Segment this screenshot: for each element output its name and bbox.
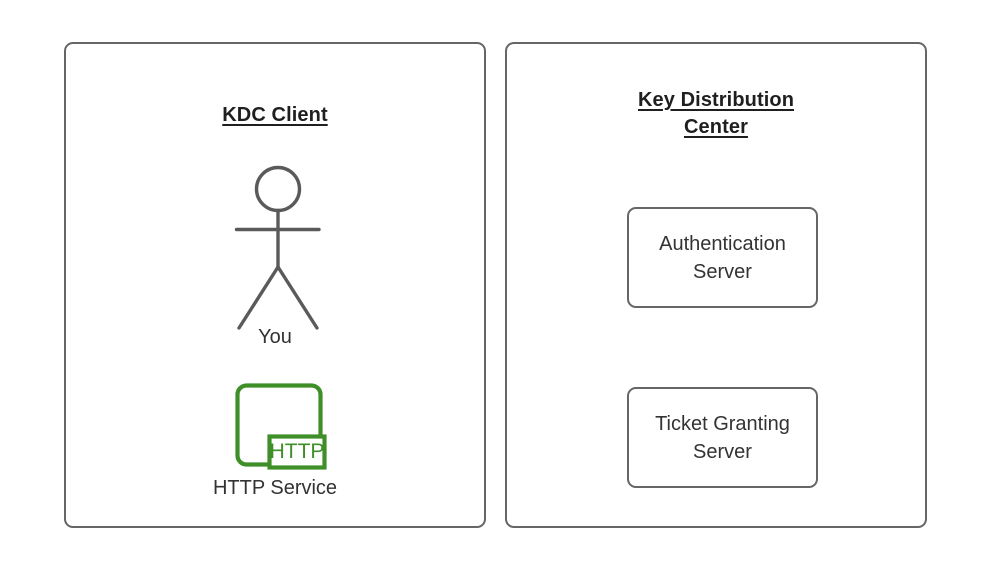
actor-label-you: You xyxy=(258,326,292,348)
panel-kdc-client: KDC Client You HTTP HTTP Service xyxy=(64,42,486,528)
box-ticket-granting-server-label: Ticket Granting Server xyxy=(645,410,800,466)
box-authentication-server-label: Authentication Server xyxy=(649,230,796,286)
label-line: Ticket Granting xyxy=(655,412,790,435)
panel-title-line: Key Distribution xyxy=(637,89,795,111)
box-ticket-granting-server[interactable]: Ticket Granting Server xyxy=(627,387,818,488)
http-badge-text: HTTP xyxy=(270,440,325,463)
box-authentication-server[interactable]: Authentication Server xyxy=(627,207,818,308)
label-line: Server xyxy=(693,440,752,463)
panel-key-distribution-center: Key Distribution Center Authentication S… xyxy=(505,42,927,528)
http-service-icon: HTTP xyxy=(235,383,327,470)
panel-kdc-client-title: KDC Client xyxy=(66,102,484,129)
panel-kdc-title: Key Distribution Center xyxy=(507,87,925,141)
panel-title-line: Center xyxy=(684,116,748,138)
stick-figure-icon xyxy=(234,165,321,330)
label-line: Authentication xyxy=(659,232,786,255)
panel-title-line: KDC Client xyxy=(222,104,328,126)
label-line: Server xyxy=(693,260,752,283)
service-label-http: HTTP Service xyxy=(212,477,338,499)
